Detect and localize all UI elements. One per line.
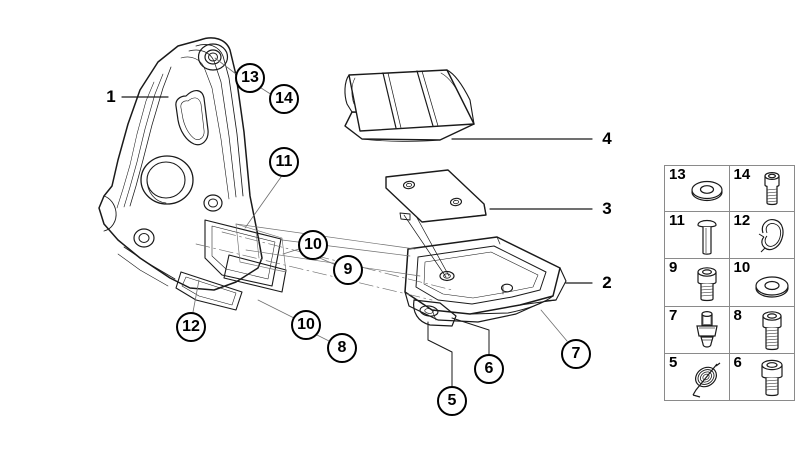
legend-cell-12[interactable]: 12 — [729, 212, 795, 260]
callout-5[interactable]: 5 — [437, 386, 467, 416]
legend-cell-11[interactable]: 11 — [664, 212, 730, 260]
socket-bolt-icon — [687, 263, 727, 305]
assembly-construction-lines — [195, 214, 453, 301]
legend-cell-6[interactable]: 6 — [729, 353, 795, 401]
label-3: 3 — [602, 199, 612, 218]
legend-number-7: 7 — [669, 306, 678, 324]
callout-11[interactable]: 11 — [269, 147, 299, 177]
leader-lines — [121, 96, 593, 284]
legend-number-8: 8 — [733, 306, 742, 324]
socket-bolt-long-icon — [752, 310, 792, 352]
label-4: 4 — [602, 129, 612, 148]
legend-number-11: 11 — [669, 212, 685, 230]
part-4-footrest-rubber-pad — [344, 69, 475, 142]
legend-number-13: 13 — [669, 166, 686, 183]
legend-number-10: 10 — [733, 259, 751, 277]
socket-bolt-short-icon — [752, 357, 792, 399]
legend-cell-7[interactable]: 7 — [664, 306, 730, 354]
round-head-pin-icon — [687, 215, 727, 257]
legend-cell-5[interactable]: 5 — [664, 353, 730, 401]
callout-14-top[interactable]: 14 — [269, 84, 299, 114]
coil-spring-icon — [687, 357, 727, 399]
callout-10-lower[interactable]: 10 — [291, 310, 321, 340]
shoulder-stud-icon — [687, 310, 727, 352]
legend-cell-13[interactable]: 13 — [664, 165, 730, 213]
legend-number-14: 14 — [733, 166, 751, 183]
legend-cell-10[interactable]: 10 — [729, 259, 795, 307]
legend-cell-14[interactable]: 14 — [729, 165, 795, 213]
socket-bolt-icon — [752, 168, 792, 210]
callout-8[interactable]: 8 — [327, 333, 357, 363]
legend-number-9: 9 — [669, 259, 678, 277]
callout-7[interactable]: 7 — [561, 339, 591, 369]
washer-icon — [687, 168, 727, 210]
fastener-legend-table: 13 14 11 — [664, 165, 795, 401]
legend-number-6: 6 — [733, 353, 742, 371]
callout-9[interactable]: 9 — [333, 255, 363, 285]
part-1-bracket-plate — [98, 37, 287, 311]
callout-13-top[interactable]: 13 — [235, 63, 265, 93]
callout-12[interactable]: 12 — [176, 312, 206, 342]
washer-icon — [752, 263, 792, 305]
legend-number-5: 5 — [669, 353, 678, 371]
circlip-icon — [752, 215, 792, 257]
label-2: 2 — [602, 273, 612, 292]
label-1: 1 — [106, 87, 116, 106]
callout-6[interactable]: 6 — [474, 354, 504, 384]
legend-number-12: 12 — [733, 212, 751, 230]
legend-cell-8[interactable]: 8 — [729, 306, 795, 354]
part-3-retaining-plate — [385, 169, 487, 223]
part-2-footrest-holder — [404, 236, 567, 327]
callout-leaders — [192, 57, 568, 387]
callout-10-upper[interactable]: 10 — [298, 230, 328, 260]
legend-cell-9[interactable]: 9 — [664, 259, 730, 307]
